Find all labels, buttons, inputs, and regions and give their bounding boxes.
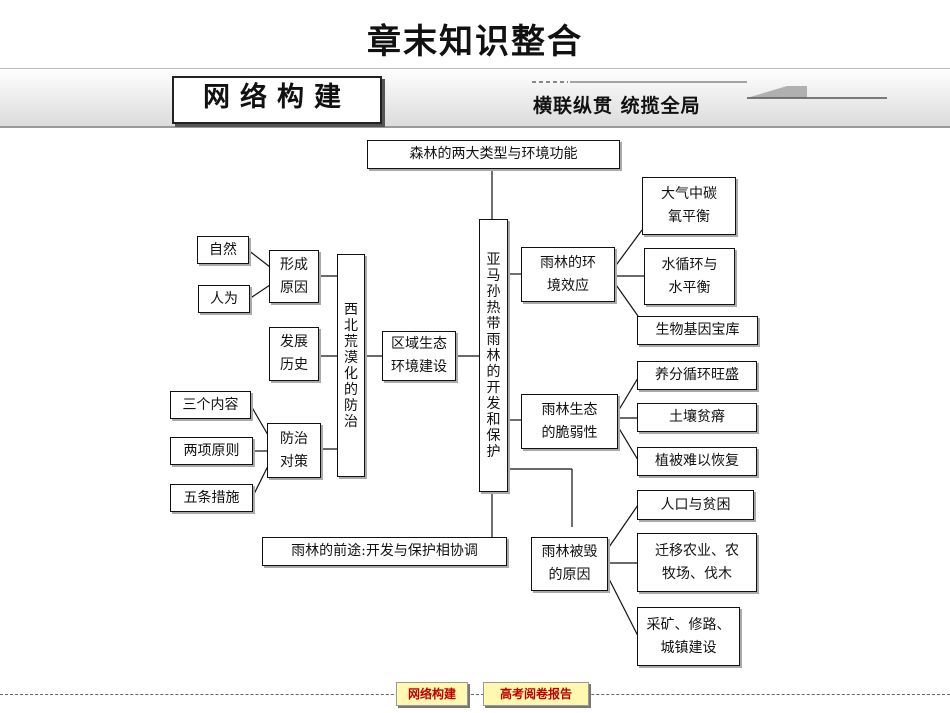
- node-migration-agriculture: 迁移农业、农 牧场、伐木: [637, 533, 757, 592]
- node-population-poverty: 人口与贫困: [637, 490, 754, 520]
- node-human: 人为: [198, 285, 250, 313]
- node-formation-causes: 形成 原因: [269, 250, 319, 303]
- node-gene-bank: 生物基因宝库: [637, 316, 758, 345]
- node-destruction-causes: 雨林被毁 的原因: [531, 537, 608, 591]
- bottom-node-rainforest-future: 雨林的前途:开发与保护相协调: [262, 537, 507, 566]
- node-amazon-rainforest: 亚 马 孙 热 带 雨 林 的 开 发 和 保 护: [479, 219, 508, 492]
- node-env-effect: 雨林的环 境效应: [521, 247, 615, 302]
- section-title-frame: [172, 76, 382, 124]
- tab-exam-report[interactable]: 高考阅卷报告: [483, 682, 589, 706]
- node-vegetation-recovery: 植被难以恢复: [637, 447, 757, 476]
- tab-network[interactable]: 网络构建: [396, 682, 468, 706]
- node-countermeasures: 防治 对策: [267, 423, 321, 478]
- node-regional-ecology: 区域生态 环境建设: [382, 331, 456, 381]
- node-nutrient-cycle: 养分循环旺盛: [637, 361, 757, 390]
- section-title: 网络构建: [203, 82, 351, 113]
- decorative-stripe-icon: [747, 86, 887, 99]
- node-two-principles: 两项原则: [170, 437, 253, 465]
- slogan: 横联纵贯 统揽全局: [533, 95, 701, 117]
- footer-divider: [0, 694, 950, 695]
- node-soil-poor: 土壤贫瘠: [637, 403, 757, 432]
- node-three-contents: 三个内容: [170, 391, 251, 419]
- node-carbon-oxygen: 大气中碳 氧平衡: [642, 177, 736, 235]
- node-mining-roads: 采矿、修路、 城镇建设: [637, 607, 740, 666]
- top-node-forest-types: 森林的两大类型与环境功能: [367, 140, 620, 169]
- node-fragility: 雨林生态 的脆弱性: [521, 394, 618, 449]
- node-water-cycle: 水循环与 水平衡: [644, 248, 735, 305]
- page-title: 章末知识整合: [367, 22, 583, 62]
- node-northwest-desertification: 西 北 荒 漠 化 的 防 治: [337, 254, 365, 477]
- node-natural: 自然: [197, 236, 249, 264]
- decorative-dots-icon: [532, 81, 747, 83]
- node-five-measures: 五条措施: [170, 484, 253, 512]
- node-development-history: 发展 历史: [269, 327, 319, 381]
